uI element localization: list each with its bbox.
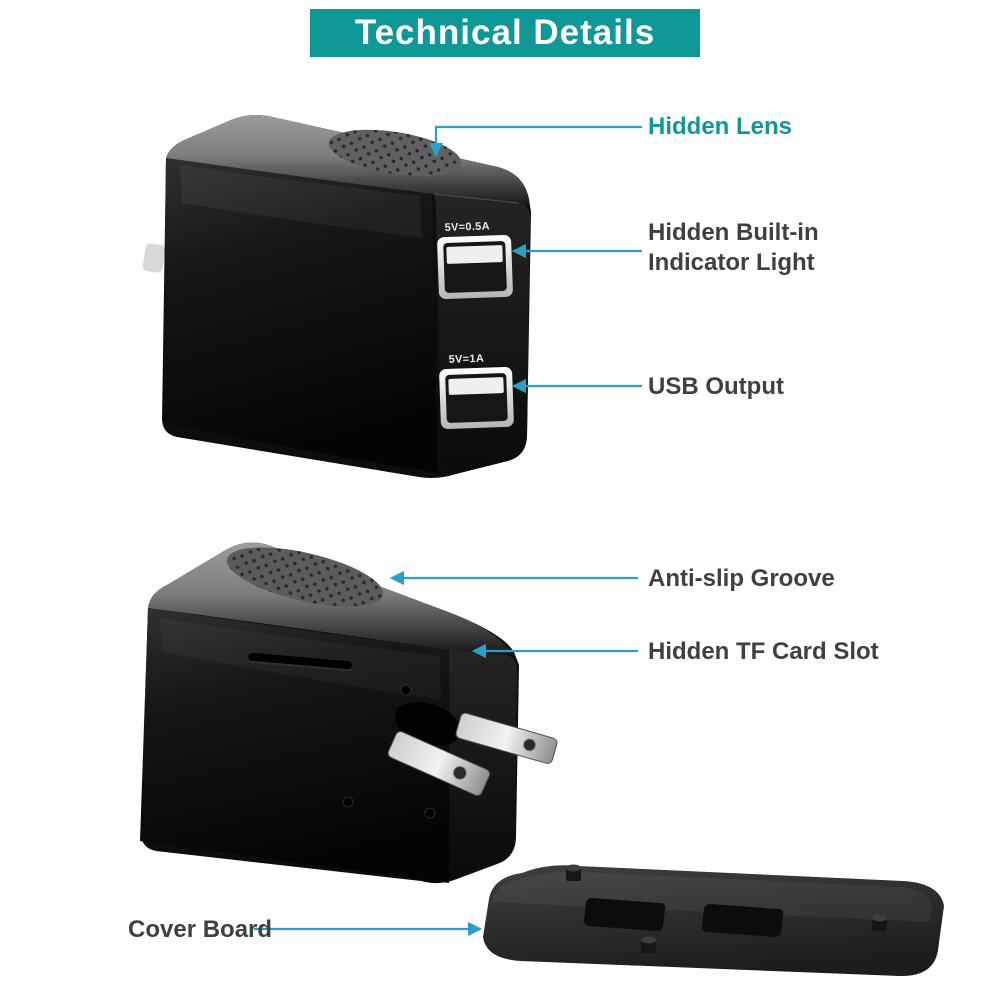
charger-front-face bbox=[434, 194, 530, 472]
front-edge-highlight bbox=[433, 193, 520, 204]
cover-board-illustration bbox=[483, 864, 944, 977]
cover-board-slots bbox=[584, 898, 784, 937]
screw-holes bbox=[342, 684, 436, 819]
usb-port-top: 5V=0.5A bbox=[437, 220, 513, 300]
charger-left-face bbox=[163, 158, 438, 473]
callout-tf-card-slot: Hidden TF Card Slot bbox=[648, 638, 879, 665]
page-title: Technical Details bbox=[354, 13, 656, 52]
charger-right-face bbox=[449, 650, 517, 873]
folded-prong-tip bbox=[142, 243, 166, 273]
left-face-gloss bbox=[180, 165, 422, 238]
hidden-lens-area bbox=[328, 129, 462, 177]
cover-board-sheen bbox=[492, 871, 932, 922]
callout-usb-output: USB Output bbox=[648, 373, 784, 400]
anti-slip-groove-area bbox=[226, 547, 384, 607]
usb-port-top-label: 5V=0.5A bbox=[444, 220, 490, 234]
tf-card-slot bbox=[248, 652, 353, 672]
cover-board-pegs bbox=[566, 864, 887, 953]
usb-port-bottom: 5V=1A bbox=[439, 353, 514, 429]
annotation-arrows bbox=[254, 125, 642, 937]
callout-anti-slip-groove: Anti-slip Groove bbox=[648, 565, 835, 592]
bottom-charger-illustration bbox=[140, 542, 558, 884]
callout-indicator-light: Hidden Built-in Indicator Light bbox=[648, 219, 819, 276]
usb-port-bottom-label: 5V=1A bbox=[448, 353, 484, 366]
arrow-hidden-lens bbox=[428, 125, 642, 158]
charger-back-face bbox=[140, 608, 449, 883]
plug-prongs bbox=[387, 712, 558, 796]
callout-hidden-lens: Hidden Lens bbox=[648, 113, 793, 140]
header-banner: Technical Details bbox=[310, 9, 700, 57]
prong-recess bbox=[395, 702, 461, 746]
callout-cover-board: Cover Board bbox=[128, 916, 273, 943]
top-charger-illustration: 5V=0.5A 5V=1A bbox=[142, 114, 531, 478]
